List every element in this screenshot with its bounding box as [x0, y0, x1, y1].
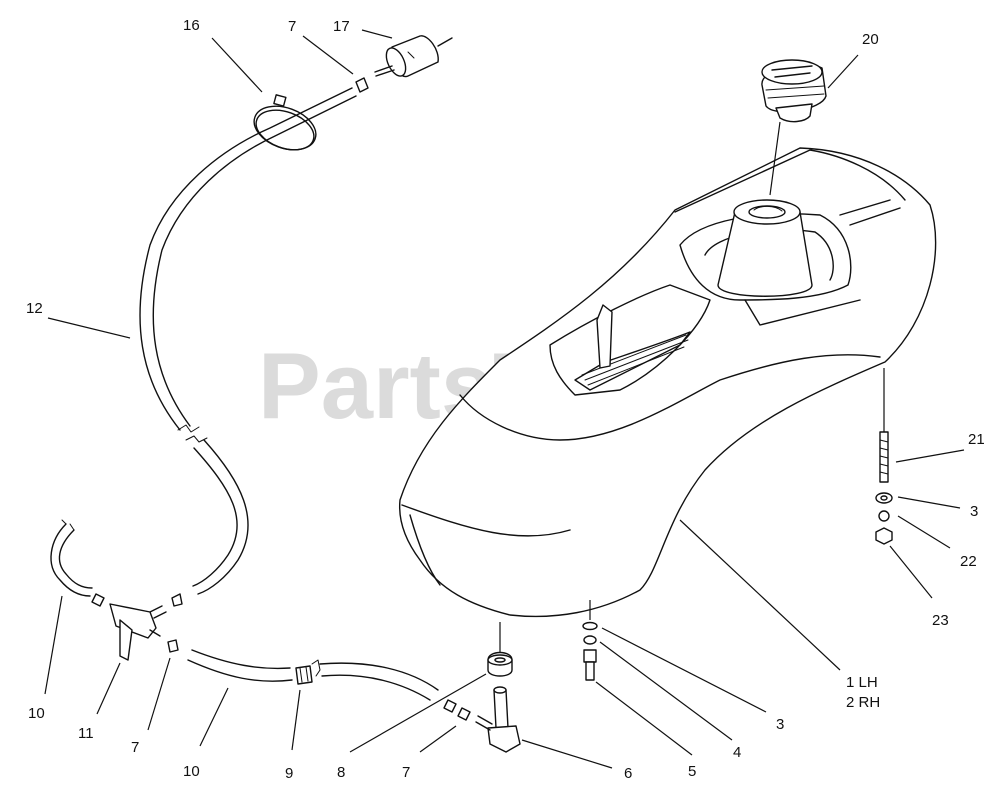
- callout-21: 21: [968, 431, 985, 448]
- callout-7-left: 7: [131, 739, 139, 756]
- leader-lines: [44, 29, 965, 769]
- mounting-hardware-right: [875, 368, 893, 545]
- callout-4: 4: [733, 744, 741, 761]
- callout-6: 6: [624, 765, 632, 782]
- shutoff-valve: [50, 519, 471, 721]
- callout-20: 20: [862, 31, 879, 48]
- elbow-fitting: [475, 686, 521, 753]
- callout-8: 8: [337, 764, 345, 781]
- fuel-filter: [374, 35, 453, 78]
- callout-1-lh: 1 LH: [846, 674, 878, 691]
- callout-labels: 16 7 17 20 12 21 3 22 23 10 11 7 10 9 8 …: [26, 17, 985, 782]
- mounting-hardware-left: [582, 600, 598, 681]
- callout-23: 23: [932, 612, 949, 629]
- hose-clamp-top: [355, 77, 369, 93]
- fuel-line-upper: [139, 87, 357, 595]
- callout-3-bottom: 3: [776, 716, 784, 733]
- callout-17: 17: [333, 18, 350, 35]
- callout-7-bottom: 7: [402, 764, 410, 781]
- callout-5: 5: [688, 763, 696, 780]
- callout-3-right: 3: [970, 503, 978, 520]
- callout-12: 12: [26, 300, 43, 317]
- fuel-cap: [761, 59, 827, 196]
- callout-16: 16: [183, 17, 200, 34]
- callout-9: 9: [285, 765, 293, 782]
- callout-10-bottom: 10: [183, 763, 200, 780]
- callout-11: 11: [78, 725, 94, 742]
- callout-10-left: 10: [28, 705, 45, 722]
- grommet: [487, 622, 513, 677]
- callout-2-rh: 2 RH: [846, 694, 880, 711]
- callout-7-top: 7: [288, 18, 296, 35]
- fuel-tank: [398, 147, 937, 618]
- callout-22: 22: [960, 553, 977, 570]
